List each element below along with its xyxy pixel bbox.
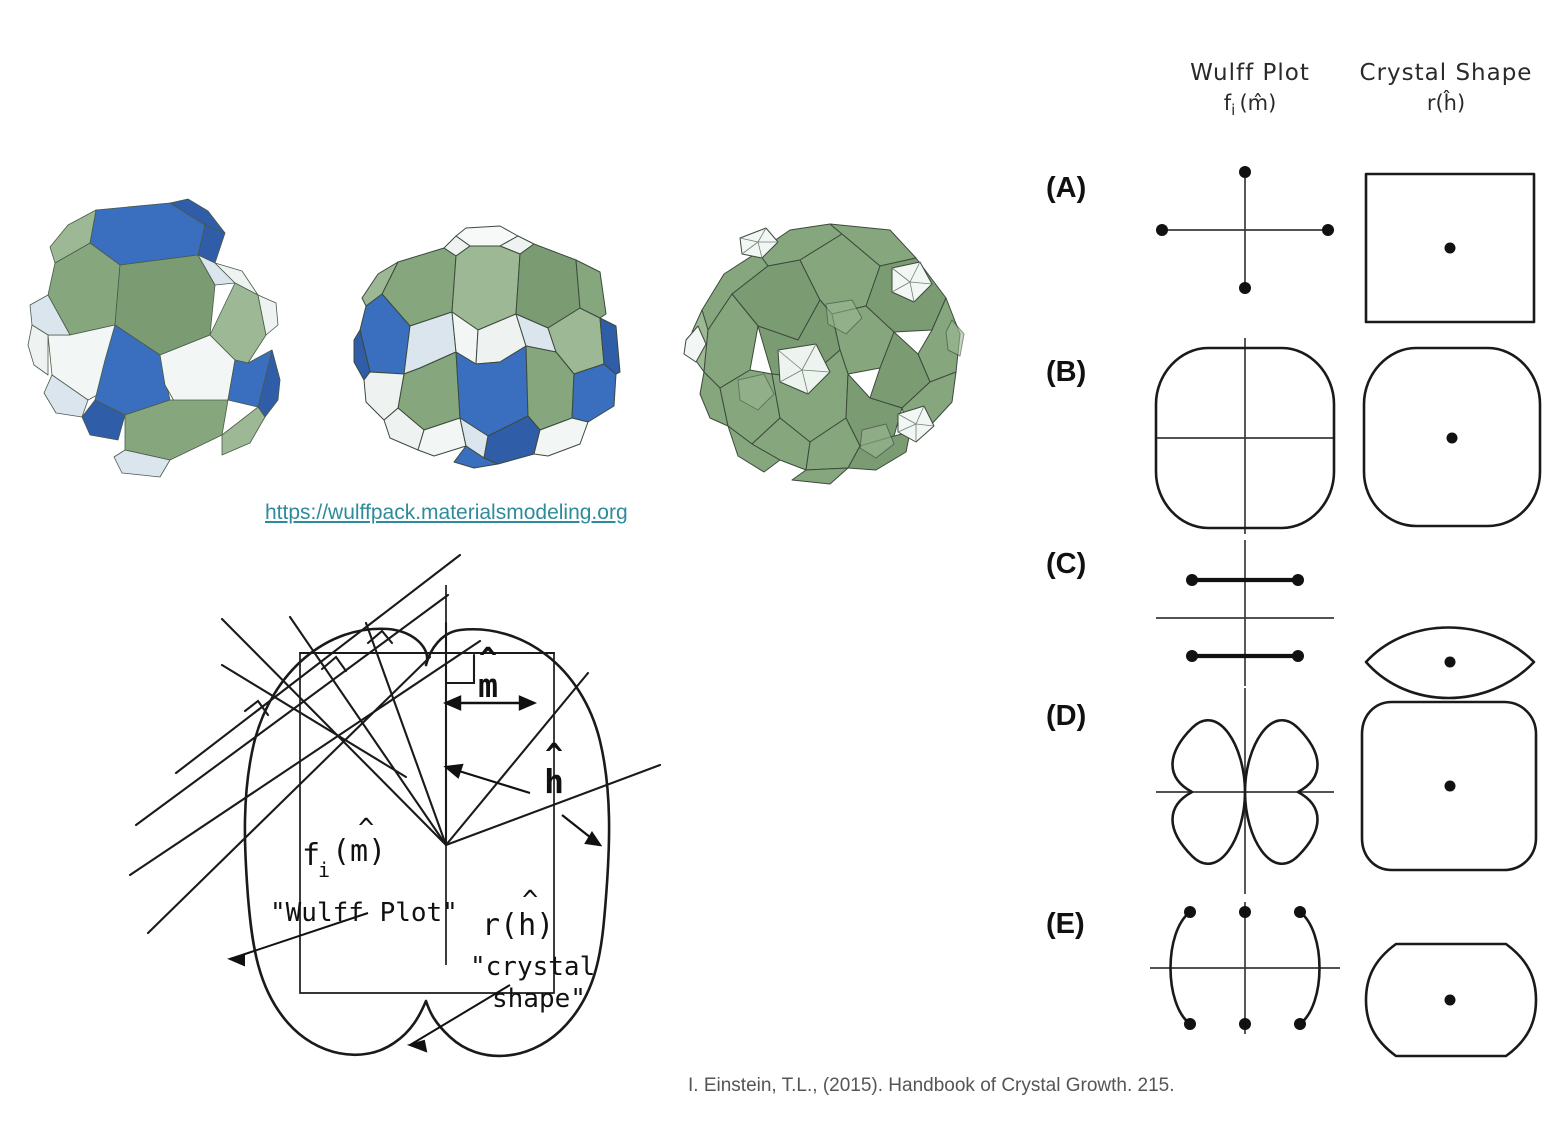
wulff-construction-diagram: m ^ h ^ f i (m) ^ "Wulff Plot" r(h) ^ "c…: [128, 545, 690, 1090]
wulff-plot-fn-subscript: i: [318, 858, 330, 882]
wulff-construction-rays: [220, 615, 662, 847]
wulff-plot-row-d: [1156, 688, 1334, 894]
crystal-shape-quote-1: "crystal: [470, 952, 595, 982]
wulff-plot-quote: "Wulff Plot": [270, 898, 458, 928]
wulff-table-panel: Wulff Plot fi (m̂) Crystal Shape r(ĥ) (…: [1040, 50, 1552, 1058]
polyhedron-2: [348, 222, 630, 472]
column-header-wulff-plot: Wulff Plot fi (m̂): [1150, 58, 1350, 120]
row-letter-d: (D): [1046, 700, 1087, 732]
crystal-shape-row-d: [1360, 700, 1538, 872]
polyhedra-row: [0, 0, 1010, 500]
wulff-plot-curve: [243, 627, 611, 1058]
row-letter-b: (B): [1046, 356, 1087, 388]
m-hat-circumflex: ^: [479, 642, 497, 677]
crystal-fn-arg: (ĥ): [1435, 91, 1466, 116]
polyhedron-1: [10, 185, 310, 485]
wulffpack-url-link[interactable]: https://wulffpack.materialsmodeling.org: [265, 501, 628, 524]
tangent-lines: [128, 553, 556, 935]
figure-caption: I. Einstein, T.L., (2015). Handbook of C…: [688, 1075, 1175, 1096]
wulff-fn-sub: i: [1231, 101, 1236, 120]
wulff-plot-row-b: [1154, 338, 1336, 534]
row-letter-c: (C): [1046, 548, 1087, 580]
wulff-plot-fn-arg: (m): [332, 834, 386, 869]
wulff-plot-fn-circumflex: ^: [358, 813, 374, 844]
wulff-fn-letter: f: [1223, 91, 1232, 116]
column-header-wulff-formula: fi (m̂): [1150, 89, 1350, 120]
wulff-plot-row-c: [1156, 540, 1334, 686]
crystal-shape-circumflex: ^: [522, 885, 538, 916]
crystal-shape-row-b: [1362, 346, 1542, 528]
m-hat-label: m: [478, 666, 498, 705]
polyhedron-3: [680, 222, 980, 492]
wulff-fn-arg: (m̂): [1239, 91, 1277, 116]
column-header-crystal-title: Crystal Shape: [1359, 60, 1533, 86]
leader-arrows: [227, 912, 511, 1053]
crystal-shape-row-e: [1364, 942, 1538, 1058]
column-header-crystal-shape: Crystal Shape r(ĥ): [1340, 58, 1552, 117]
h-hat-arrows: [443, 763, 603, 847]
column-header-crystal-formula: r(ĥ): [1340, 89, 1552, 117]
wulff-plot-fn-f: f: [302, 838, 320, 873]
column-header-wulff-title: Wulff Plot: [1190, 60, 1310, 86]
crystal-shape-quote-2: shape": [492, 984, 586, 1014]
row-letter-a: (A): [1046, 172, 1087, 204]
right-angle-markers: [243, 629, 476, 717]
crystal-shape-row-a: [1364, 172, 1536, 324]
crystal-fn-letter: r: [1426, 91, 1436, 116]
row-letter-e: (E): [1046, 908, 1085, 940]
crystal-shape-row-c: [1364, 626, 1536, 700]
m-hat-dimension: [442, 695, 538, 711]
h-hat-label: h: [544, 762, 564, 801]
h-hat-circumflex: ^: [545, 738, 563, 773]
wulff-plot-row-a: [1156, 166, 1334, 294]
crystal-shape-fn: r(h): [482, 908, 554, 943]
wulff-plot-row-e: [1150, 902, 1340, 1034]
